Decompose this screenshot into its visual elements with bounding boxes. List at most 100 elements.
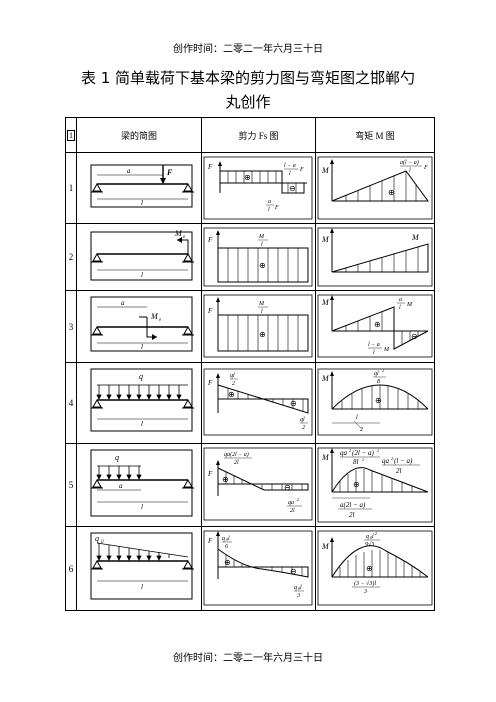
shear-value-den: l <box>261 242 263 248</box>
shear-value-top-den: 2 <box>232 381 235 387</box>
beam-diagram-3: a M e l <box>76 290 202 363</box>
row-index: 1 <box>65 152 77 224</box>
moment-diagram-4: M ⊕ ql 2 8 l 2 <box>315 362 435 444</box>
moment-position-den: 3 <box>363 589 367 595</box>
shear-diagram-3: F M l ⊕ <box>201 290 316 363</box>
load-q0-sub: 0 <box>101 540 104 545</box>
moment-axis-label: M <box>321 298 330 307</box>
table-title-line-1: 表 1 简单载荷下基本梁的剪力图与弯矩图之邯郸勺 <box>80 69 416 87</box>
positive-moment: ⊕ <box>375 396 382 405</box>
moment-value-top: q <box>366 534 369 540</box>
moment-diagram-6: M ⊕ q 0 l 2 <box>315 526 435 611</box>
header-moment-diagram: 弯矩 M 图 <box>315 117 435 153</box>
load-q0-label: q <box>95 534 99 543</box>
table-row: 4 q <box>65 362 435 444</box>
header-beam-diagram: 梁的简图 <box>76 117 202 153</box>
moment-value-top-den: 8 <box>377 379 380 385</box>
load-q-label: q <box>139 372 143 381</box>
shear-value-bottom: ql <box>300 417 305 423</box>
dim-a-label: a <box>119 482 123 490</box>
shear-axis-label: F <box>207 236 213 244</box>
moment-value-top-den: l <box>409 168 411 174</box>
header-shear-diagram: 剪力 Fs 图 <box>201 117 316 153</box>
shear-value: M <box>258 234 265 240</box>
moment-value-top-den: 9√3 <box>365 541 374 548</box>
moment-load-label: M <box>174 229 183 238</box>
page-header: 创作时间：二零二一年六月三十日 <box>173 44 323 55</box>
moment-force-symbol: F <box>423 165 428 171</box>
shear-value: M <box>258 301 265 307</box>
moment-axis-label: M <box>321 166 330 175</box>
negative-shear: ⊖ <box>284 483 291 492</box>
row-index: 3 <box>65 290 77 363</box>
table-row: 1 F a l F <box>65 152 435 224</box>
positive-shear: ⊕ <box>222 475 229 484</box>
shear-force-symbol: F <box>299 167 304 173</box>
table-title-line-2: 丸创作 <box>225 93 271 111</box>
shear-value-top: q <box>222 536 225 542</box>
positive-moment: ⊕ <box>388 188 395 197</box>
shear-diagram-6: F ⊕ ⊖ q 0 l 6 q 0 l <box>201 526 316 611</box>
moment-value-2: qa <box>382 457 390 465</box>
positive-moment: ⊕ <box>366 564 373 573</box>
shear-value-bottom-den: 2 <box>302 425 305 431</box>
shear-axis-label: F <box>207 470 213 478</box>
beam-diagram-6: q 0 l <box>76 526 202 611</box>
shear-value-bottom-sup: 2 <box>297 497 299 502</box>
moment-diagram-3: M ⊕ ⊖ a l M l − a <box>315 290 435 363</box>
moment-diagram-2: M M <box>315 223 435 291</box>
shear-diagram-4: F ⊕ ⊖ ql 2 ql 2 <box>201 362 316 444</box>
beam-diagram-4: q l <box>76 362 202 444</box>
shear-value-top-den: 6 <box>225 544 228 550</box>
moment-axis-label: M <box>321 542 330 551</box>
shear-axis-label: F <box>207 307 213 315</box>
moment-load-sub: e <box>159 318 162 323</box>
table-row: 2 M e l F <box>65 223 435 291</box>
shear-value-top-q0: 0 <box>226 537 228 542</box>
moment-axis-label: M <box>321 453 330 462</box>
shear-value-bottom-den: l <box>268 207 270 213</box>
moment-load-label: M <box>150 312 159 321</box>
moment-value-1b-sup: 2 <box>377 448 379 453</box>
moment-end-label: M <box>411 233 420 242</box>
moment-position-den: 2 <box>360 427 363 433</box>
shear-value-top-den: 2l <box>234 460 239 466</box>
dim-a-label: a <box>127 167 131 175</box>
moment-value-top: a <box>399 297 402 303</box>
shear-value-bottom: q <box>294 585 297 591</box>
shear-diagram-1: F ⊕ ⊖ l − a l F a <box>201 152 316 224</box>
moment-value-top-sup: 2 <box>382 368 384 373</box>
moment-value-1-den-sup: 2 <box>362 457 364 462</box>
negative-shear: ⊖ <box>290 399 297 408</box>
dim-a-label: a <box>121 299 125 307</box>
moment-diagram-1: M ⊕ a(l − a) l F <box>315 152 435 224</box>
header-index-cell: 1 <box>65 117 77 153</box>
shear-axis-label: F <box>207 163 213 171</box>
negative-shear: ⊖ <box>289 184 296 193</box>
shear-value-top-den: l <box>289 171 291 177</box>
moment-value-1b: (2l − a) <box>352 449 374 457</box>
moment-value-2b: (l − a) <box>394 457 413 465</box>
beam-diagram-1: F a l <box>76 152 202 224</box>
positive-shear: ⊕ <box>259 330 266 339</box>
shear-diagram-2: F M l ⊕ <box>201 223 316 291</box>
moment-position-label: (3 − √3)l <box>354 580 376 587</box>
shear-value-top: ql <box>230 373 235 379</box>
moment-value-2-den: 2l <box>396 467 402 475</box>
shear-value-top: l − a <box>284 163 296 169</box>
dim-l-label: l <box>141 503 143 511</box>
dim-l-label: l <box>141 343 143 351</box>
negative-shear: ⊖ <box>290 567 297 576</box>
row-index: 2 <box>65 223 77 291</box>
beam-diagram-2: M e l <box>76 223 202 291</box>
moment-value-top-q0: 0 <box>370 535 372 540</box>
shear-force-symbol-bottom: F <box>274 205 279 211</box>
moment-value-bottom-den: l <box>373 350 375 356</box>
moment-position-label: a(2l − a) <box>340 501 366 509</box>
row-index: 5 <box>65 443 77 527</box>
moment-value-1-den: 8l <box>353 458 359 466</box>
moment-value-top-sup: 2 <box>375 531 377 536</box>
shear-axis-label: F <box>207 379 213 387</box>
moment-value-top: ql <box>374 371 379 377</box>
table-row: 6 q 0 <box>65 526 435 611</box>
